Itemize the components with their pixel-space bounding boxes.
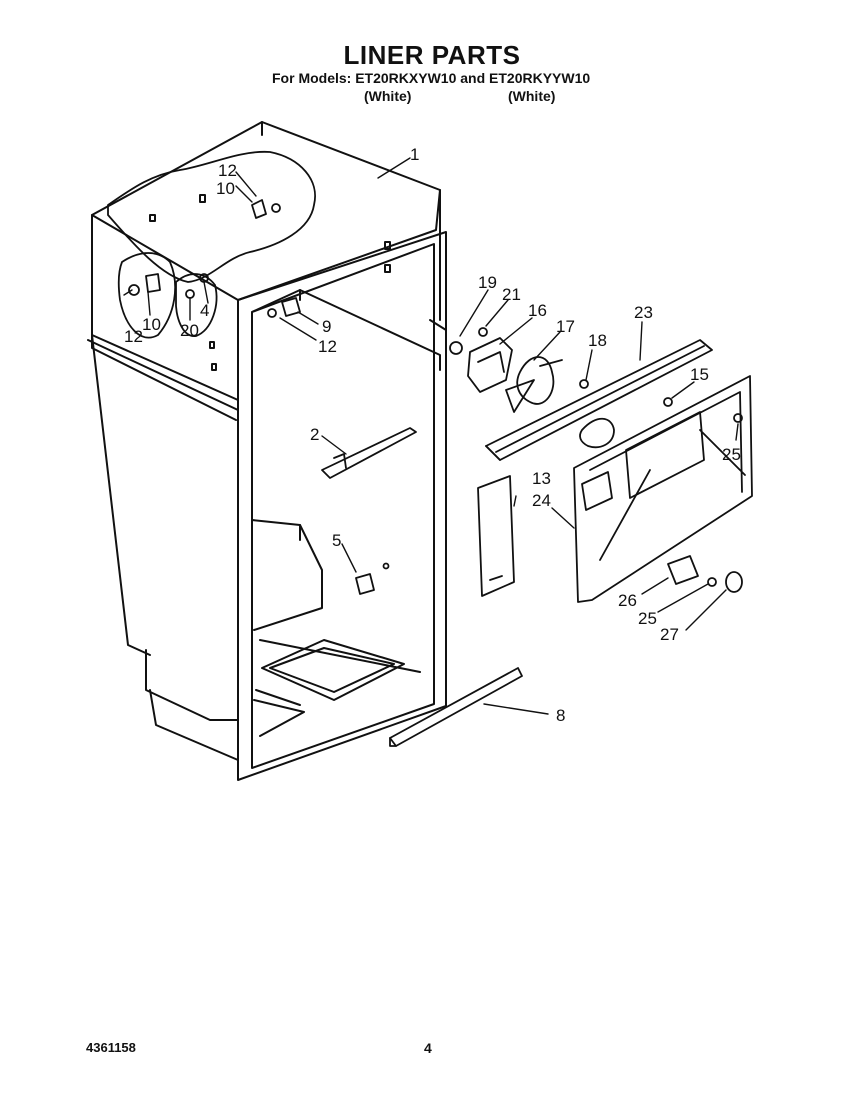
callout-23: 23 [634,303,653,322]
hardware-parts [128,199,523,747]
page-number: 4 [424,1040,432,1056]
color-label-2: (White) [508,88,556,104]
color-label-1: (White) [364,88,412,104]
callout-16: 16 [528,301,547,320]
fan-motor-assembly [449,327,589,413]
callout-26: 26 [618,591,637,610]
callout-25-upper: 25 [722,445,741,464]
callout-27: 27 [660,625,679,644]
callout-4: 4 [200,301,209,320]
callout-2: 2 [310,425,319,444]
models-line: For Models: ET20RKXYW10 and ET20RKYYW10 [272,70,591,86]
callout-15: 15 [690,365,709,384]
callout-12-left: 12 [124,327,143,346]
callout-10-top: 10 [216,179,235,198]
callout-10-left: 10 [142,315,161,334]
callout-19: 19 [478,273,497,292]
callout-25-lower: 25 [638,609,657,628]
callout-labels: 1 12 10 4 10 12 20 9 12 2 5 8 19 21 16 1… [124,145,741,725]
page-title: LINER PARTS [343,40,521,70]
callout-12-lower: 12 [318,337,337,356]
part-number: 4361158 [86,1040,136,1055]
evaporator-cover-assembly [485,339,753,603]
callout-21: 21 [502,285,521,304]
callout-9: 9 [322,317,331,336]
callout-20: 20 [180,321,199,340]
callout-17: 17 [556,317,575,336]
callout-12-top: 12 [218,161,237,180]
liner-cabinet [87,121,447,781]
callout-8: 8 [556,706,565,725]
callout-5: 5 [332,531,341,550]
leader-lines [123,157,739,715]
callout-13: 13 [532,469,551,488]
callout-1: 1 [410,145,419,164]
callout-24: 24 [532,491,551,510]
callout-18: 18 [588,331,607,350]
